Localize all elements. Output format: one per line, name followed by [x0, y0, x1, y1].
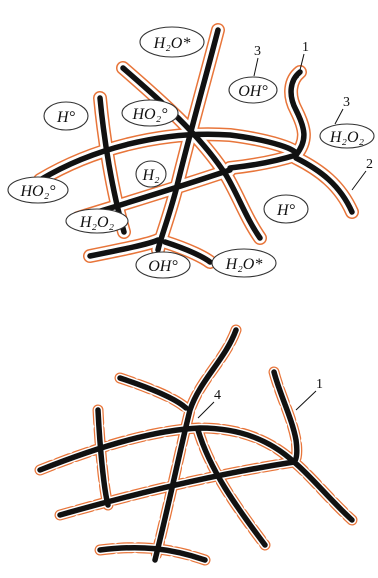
bottom-halo-dashed: [40, 330, 352, 560]
callout-1-bottom: 1: [316, 377, 323, 392]
callout-3-right: 3: [343, 95, 350, 110]
leader-1-bottom: [296, 391, 316, 410]
species-ho2-mid: HO₂°: [122, 100, 178, 126]
callout-1-top: 1: [302, 40, 309, 55]
bottom-panel: 4 1: [40, 330, 352, 560]
species-label: H₂O*: [153, 35, 191, 52]
species-label: H₂O₂: [79, 214, 115, 231]
species-h2-center: H₂: [136, 161, 166, 187]
species-label: H₂O*: [225, 256, 263, 273]
callout-2: 2: [366, 157, 373, 172]
leader-4: [198, 402, 214, 418]
fiber-b2: [120, 378, 186, 408]
species-label: H°: [276, 202, 296, 219]
species-h2o2-left: H₂O₂: [66, 209, 128, 233]
species-label: H₂O₂: [329, 129, 365, 146]
species-label: HO₂°: [19, 183, 56, 200]
leader-3-top: [254, 58, 258, 76]
species-label: HO₂°: [131, 106, 168, 123]
species-h2o-star-bottom: H₂O*: [212, 249, 276, 277]
leader-3-right: [335, 109, 343, 124]
bottom-halo-inner: [40, 330, 352, 560]
species-label: H₂: [141, 167, 160, 184]
species-label: OH°: [148, 258, 178, 275]
species-oh-top: OH°: [229, 77, 277, 103]
species-label: OH°: [238, 83, 268, 100]
species-h-left: H°: [44, 102, 88, 130]
species-h2o2-right: H₂O₂: [320, 124, 374, 148]
callout-3-top: 3: [254, 44, 261, 59]
species-label: H°: [56, 109, 76, 126]
species-ho2-left: HO₂°: [8, 177, 68, 203]
species-h2o-star-top: H₂O*: [140, 27, 204, 57]
bottom-fibers: [40, 330, 352, 560]
top-panel: H₂O* OH° H° HO₂° H₂O₂ H₂ HO₂° H°: [8, 27, 374, 278]
leader-2: [352, 171, 366, 190]
fiber-b6: [294, 462, 352, 520]
species-oh-bottom: OH°: [136, 252, 190, 278]
species-h-right: H°: [264, 195, 308, 223]
callout-4: 4: [214, 388, 221, 403]
